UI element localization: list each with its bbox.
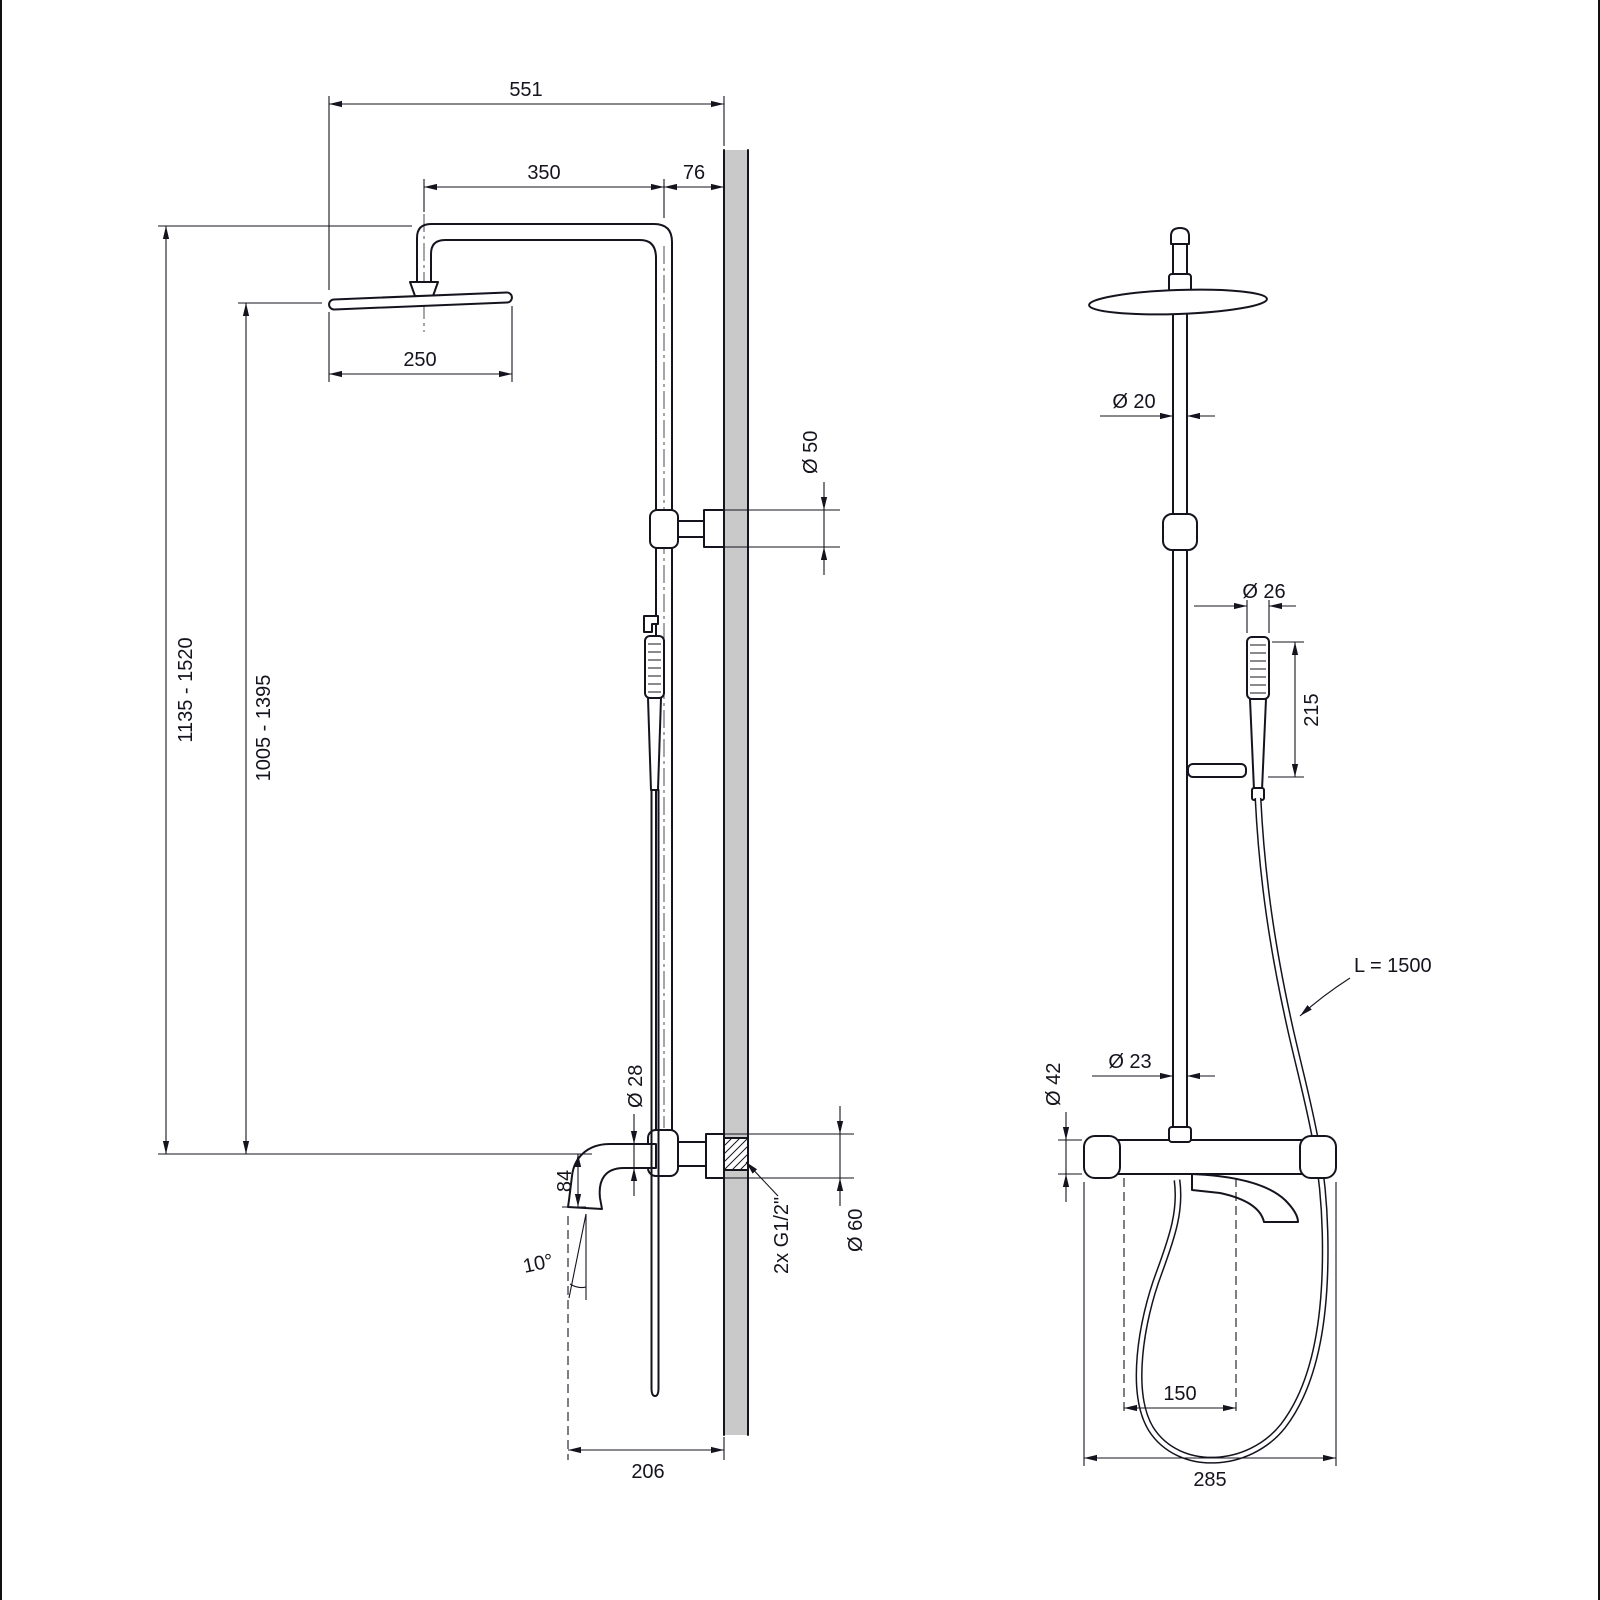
dim-connection-thread: 2x G1/2": [771, 1197, 793, 1274]
head-connector-nut: [409, 281, 439, 297]
dim-top-width: 551: [509, 79, 542, 101]
front-view: Ø 20 Ø 26 215 L = 1500 Ø 23: [1043, 227, 1432, 1491]
dim-body-diameter: Ø 42: [1043, 1063, 1065, 1106]
dim-body-width: 285: [1193, 1469, 1226, 1491]
side-view: 551 350 76 250 Ø 50 1135 -: [158, 79, 867, 1483]
dim-head-diameter: 250: [403, 349, 436, 371]
dim-wall-offset: 76: [683, 162, 705, 184]
bath-spout-front: [1191, 1173, 1299, 1223]
dim-pipe-lower-diameter: Ø 23: [1108, 1051, 1151, 1073]
dim-flange-diameter: Ø 60: [845, 1209, 867, 1252]
riser-pipe-front: [1170, 227, 1190, 1133]
shower-hose-side: [650, 789, 660, 1397]
dim-bracket-diameter: Ø 50: [800, 431, 822, 474]
shower-arm-and-riser: [416, 223, 673, 1133]
mixer-wall-connection: [647, 1129, 749, 1179]
hand-shower-front: [1246, 636, 1270, 801]
slider-bracket-front: [1162, 513, 1198, 551]
hand-shower-side: [644, 635, 665, 791]
dim-spout-angle: 10°: [521, 1250, 555, 1278]
front-view-dimensions: Ø 20 Ø 26 215 L = 1500 Ø 23: [1043, 391, 1432, 1491]
shower-hose-front: [1135, 797, 1329, 1464]
wall-bracket: [649, 509, 725, 549]
handshower-holder-side: [643, 615, 659, 633]
dim-spout-reach: 206: [631, 1461, 664, 1483]
wall-section: [723, 149, 749, 1436]
side-view-dimensions: 551 350 76 250 Ø 50 1135 -: [158, 79, 867, 1483]
handshower-holder-front: [1187, 763, 1247, 778]
mixer-body-front: [1083, 1126, 1337, 1223]
dim-inlet-spacing: 150: [1163, 1383, 1196, 1405]
dim-height-head: 1005 - 1395: [253, 675, 275, 782]
dim-height-total: 1135 - 1520: [175, 637, 197, 742]
dim-hose-length: L = 1500: [1354, 955, 1432, 977]
overhead-shower-head-front: [1088, 288, 1268, 316]
dim-pipe-diameter: Ø 20: [1112, 391, 1155, 413]
dim-spout-drop: 84: [554, 1170, 576, 1192]
dim-spout-diameter: Ø 28: [625, 1065, 647, 1108]
dim-handshower-length: 215: [1301, 693, 1323, 726]
dim-arm-offset: 350: [527, 162, 560, 184]
overhead-shower-head-side: [328, 291, 513, 311]
dim-handshower-diameter: Ø 26: [1242, 581, 1285, 603]
